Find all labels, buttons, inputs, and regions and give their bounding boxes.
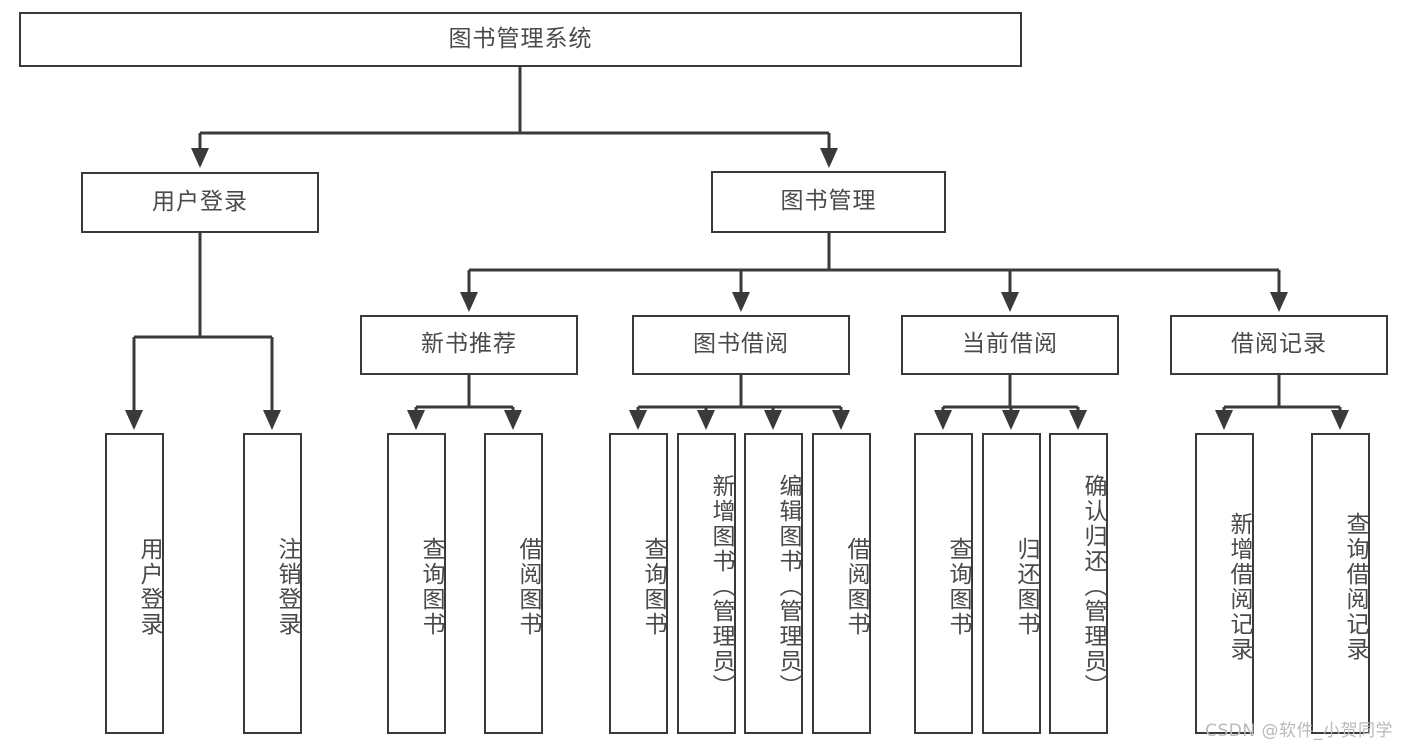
node-leaf-11[interactable]: 新增借阅记录 <box>1195 433 1254 734</box>
node-label: 借阅图书 <box>515 536 541 637</box>
node-label: 借阅记录 <box>1231 331 1327 358</box>
node-label: 当前借阅 <box>962 331 1058 358</box>
node-level3-3[interactable]: 借阅记录 <box>1170 315 1388 375</box>
node-label: 查询借阅记录 <box>1342 511 1368 662</box>
node-label: 编辑图书（管理员） <box>775 474 801 699</box>
node-label: 查询图书 <box>945 536 971 637</box>
node-label: 新增借阅记录 <box>1226 511 1252 662</box>
node-label: 查询图书 <box>418 536 444 637</box>
node-leaf-9[interactable]: 归还图书 <box>982 433 1041 734</box>
node-leaf-0[interactable]: 用户登录 <box>105 433 164 734</box>
node-label: 图书管理 <box>780 188 877 215</box>
node-leaf-4[interactable]: 查询图书 <box>609 433 668 734</box>
node-leaf-5[interactable]: 新增图书（管理员） <box>677 433 736 734</box>
node-leaf-8[interactable]: 查询图书 <box>914 433 973 734</box>
node-label: 图书管理系统 <box>448 25 593 52</box>
node-label: 新增图书（管理员） <box>708 474 734 699</box>
node-label: 查询图书 <box>640 536 666 637</box>
node-label: 归还图书 <box>1013 536 1039 637</box>
node-label: 图书借阅 <box>693 331 789 358</box>
watermark: CSDN @软件_小贺同学 <box>1205 721 1393 741</box>
node-leaf-7[interactable]: 借阅图书 <box>812 433 871 734</box>
node-level2-0[interactable]: 用户登录 <box>81 172 319 233</box>
node-root[interactable]: 图书管理系统 <box>19 12 1022 67</box>
node-leaf-2[interactable]: 查询图书 <box>387 433 446 734</box>
node-label: 用户登录 <box>152 188 248 215</box>
node-level3-2[interactable]: 当前借阅 <box>901 315 1119 375</box>
node-leaf-1[interactable]: 注销登录 <box>243 433 302 734</box>
node-leaf-6[interactable]: 编辑图书（管理员） <box>744 433 803 734</box>
node-label: 借阅图书 <box>843 536 869 637</box>
node-label: 新书推荐 <box>421 331 517 358</box>
node-leaf-12[interactable]: 查询借阅记录 <box>1311 433 1370 734</box>
node-level2-1[interactable]: 图书管理 <box>711 171 946 233</box>
node-leaf-3[interactable]: 借阅图书 <box>484 433 543 734</box>
node-level3-0[interactable]: 新书推荐 <box>360 315 578 375</box>
node-label: 注销登录 <box>274 536 300 637</box>
node-label: 用户登录 <box>136 536 162 637</box>
node-leaf-10[interactable]: 确认归还（管理员） <box>1049 433 1108 734</box>
node-label: 确认归还（管理员） <box>1080 474 1106 699</box>
node-level3-1[interactable]: 图书借阅 <box>632 315 850 375</box>
